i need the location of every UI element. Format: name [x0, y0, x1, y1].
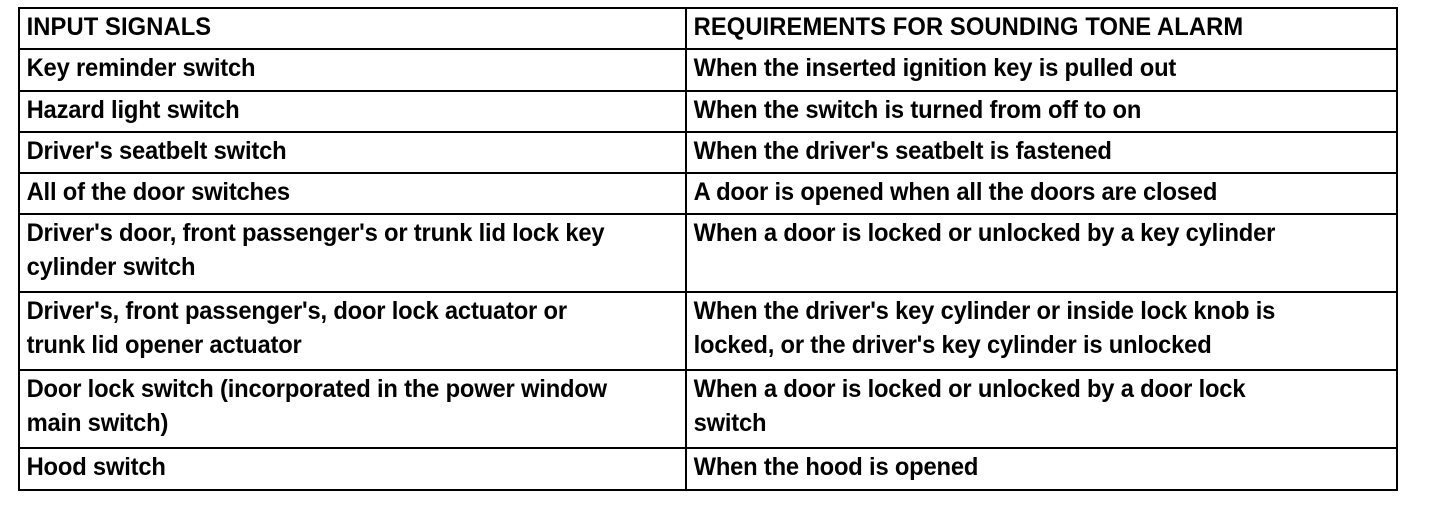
cell-line: Hood switch [26, 453, 166, 482]
cell-line: When the driver's seatbelt is fastened [693, 136, 1112, 165]
cell-line: Driver's seatbelt switch [26, 136, 287, 165]
cell-line: Driver's, front passenger's, door lock a… [26, 297, 567, 326]
cell-requirement: When the driver's seatbelt is fastened [685, 130, 1363, 175]
input-signals-requirements-table: INPUT SIGNALS REQUIREMENTS FOR SOUNDING … [18, 6, 1398, 491]
table-row: All of the door switches A door is opene… [18, 171, 1397, 216]
cell-line: cylinder switch [26, 252, 196, 281]
cell-requirement: A door is opened when all the doors are … [685, 171, 1363, 216]
cell-line: When the inserted ignition key is pulled… [693, 54, 1177, 83]
cell-input-signal: Hazard light switch [18, 89, 654, 133]
cell-line: main switch) [26, 408, 169, 437]
table-row: Driver's, front passenger's, door lock a… [18, 291, 1397, 372]
cell-line: Door lock switch (incorporated in the po… [26, 375, 608, 404]
cell-requirement: When the switch is turned from off to on [685, 89, 1363, 133]
cell-input-signal: All of the door switches [18, 171, 654, 216]
cell-input-signal: Key reminder switch [18, 48, 654, 92]
table-row: Driver's seatbelt switch When the driver… [18, 130, 1397, 175]
cell-input-signal: Driver's seatbelt switch [18, 130, 654, 175]
cell-line: All of the door switches [26, 178, 291, 206]
header-requirements: REQUIREMENTS FOR SOUNDING TONE ALARM [685, 6, 1363, 51]
table-row: Hazard light switch When the switch is t… [18, 89, 1397, 133]
cell-line: Key reminder switch [26, 54, 256, 83]
cell-input-signal: Door lock switch (incorporated in the po… [18, 369, 654, 450]
cell-input-signal: Driver's, front passenger's, door lock a… [18, 291, 654, 372]
cell-requirement: When the driver's key cylinder or inside… [685, 291, 1363, 372]
cell-line: A door is opened when all the doors are … [693, 178, 1218, 206]
header-input-signals: INPUT SIGNALS [18, 6, 654, 51]
cell-line: When the switch is turned from off to on [693, 95, 1142, 124]
table-row: Driver's door, front passenger's or trun… [18, 213, 1397, 294]
cell-line: Driver's door, front passenger's or trun… [26, 219, 605, 248]
header-row: INPUT SIGNALS REQUIREMENTS FOR SOUNDING … [18, 6, 1397, 51]
table-row: Key reminder switch When the inserted ig… [18, 48, 1397, 92]
cell-requirement: When a door is locked or unlocked by a d… [685, 369, 1363, 450]
cell-requirement: When a door is locked or unlocked by a k… [685, 213, 1363, 294]
table-header: INPUT SIGNALS REQUIREMENTS FOR SOUNDING … [18, 6, 1397, 51]
table-body: Key reminder switch When the inserted ig… [18, 48, 1397, 491]
table-row: Hood switch When the hood is opened [18, 447, 1397, 491]
cell-line: trunk lid opener actuator [26, 330, 302, 359]
cell-input-signal: Driver's door, front passenger's or trun… [18, 213, 654, 294]
cell-line: When the hood is opened [693, 453, 979, 482]
cell-line: switch [693, 408, 767, 437]
cell-line: When a door is locked or unlocked by a d… [693, 375, 1246, 404]
cell-requirement: When the inserted ignition key is pulled… [685, 48, 1363, 92]
table-container: INPUT SIGNALS REQUIREMENTS FOR SOUNDING … [18, 6, 1398, 491]
cell-requirement: When the hood is opened [685, 447, 1363, 491]
cell-line: Hazard light switch [26, 95, 240, 124]
cell-line: When the driver's key cylinder or inside… [693, 297, 1276, 326]
cell-line: locked, or the driver's key cylinder is … [693, 330, 1212, 359]
cell-input-signal: Hood switch [18, 447, 654, 491]
table-row: Door lock switch (incorporated in the po… [18, 369, 1397, 450]
cell-line: When a door is locked or unlocked by a k… [693, 219, 1276, 248]
